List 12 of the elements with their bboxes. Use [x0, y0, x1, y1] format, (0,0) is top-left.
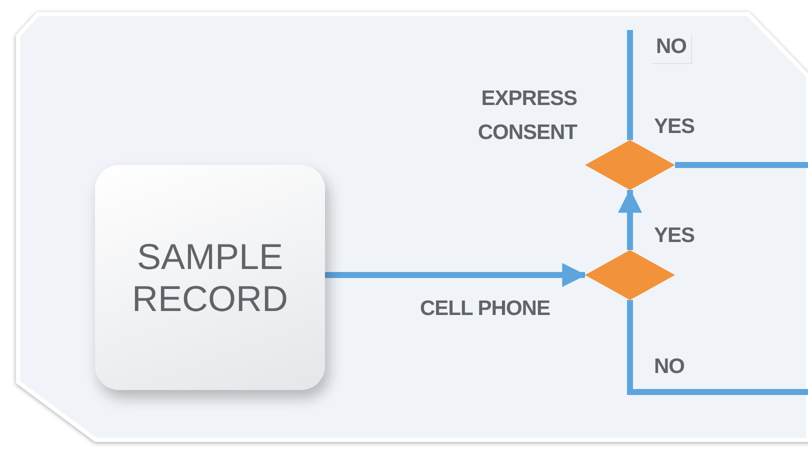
box-text: SAMPLE RECORD [130, 236, 289, 319]
connector-line [627, 300, 808, 395]
decision-label: EXPRESS CONSENT [476, 86, 577, 146]
edge-label: NO [652, 36, 692, 64]
edge-label: NO [654, 356, 684, 377]
edge-label: YES [654, 116, 695, 137]
connector-line [627, 30, 633, 140]
arrow [618, 188, 642, 250]
connector-line [675, 162, 808, 168]
edge-label: YES [654, 225, 695, 246]
record-box [95, 165, 325, 390]
edge-label: CELL PHONE [420, 298, 550, 319]
